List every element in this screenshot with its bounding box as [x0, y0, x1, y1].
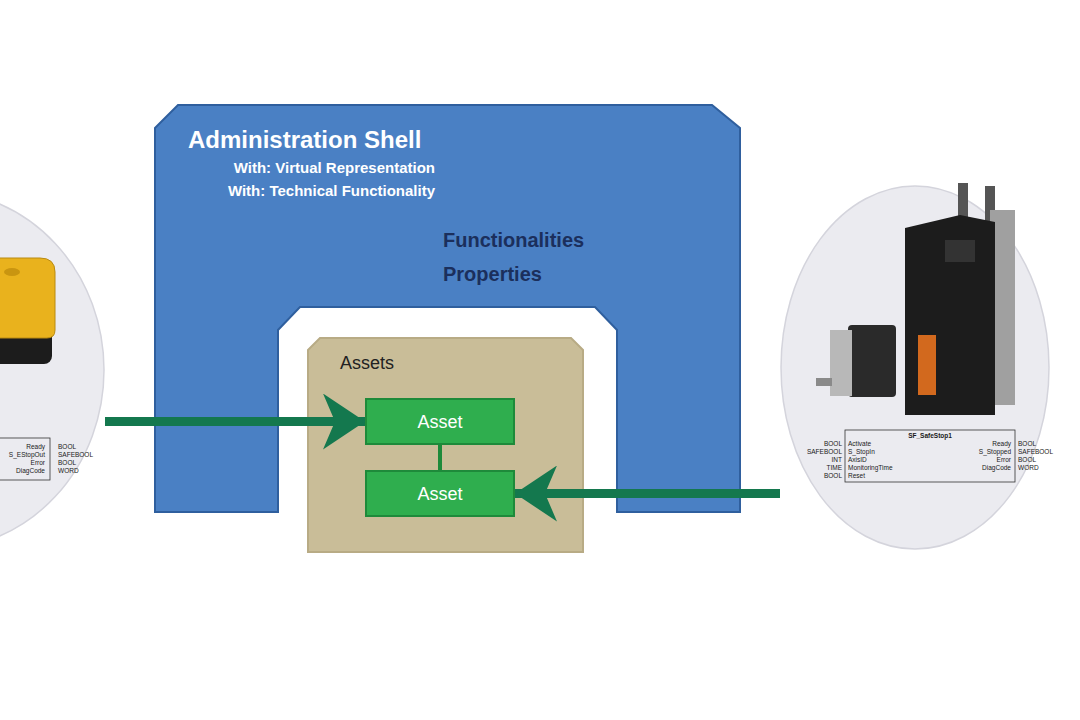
connector-line: [438, 445, 442, 470]
node-label: BOOL: [58, 460, 76, 467]
node-label: SAFEBOOL: [58, 452, 93, 459]
administration-shell: Administration ShellWith: Virtual Repres…: [155, 105, 740, 512]
motor-body: [848, 325, 896, 397]
circle-shape: [781, 186, 1049, 549]
drive-connector: [918, 335, 936, 395]
node-label: S_StopIn: [848, 449, 875, 456]
motor-shaft: [816, 378, 832, 386]
circle-shape: [0, 191, 104, 549]
device-circle: ReadyS_EStopOutErrorDiagCode BOOLSAFEBOOL…: [0, 190, 105, 550]
node-label: With: Virtual Representation: [234, 160, 435, 175]
circle-outline: [0, 190, 105, 550]
asset-label: Asset: [417, 413, 462, 431]
servo-drive: [905, 183, 1015, 415]
function-block: [0, 438, 50, 480]
servo-motor: [816, 325, 896, 397]
function-block: [845, 430, 1015, 482]
node-label: Functionalities: [443, 230, 584, 250]
asset-box: Asset: [365, 398, 515, 445]
node-label: SF_SafeStop1: [908, 433, 952, 440]
node-label: DiagCode: [16, 468, 45, 475]
node-label: Properties: [443, 264, 542, 284]
drive-tab: [985, 186, 995, 224]
emergency-stop-device: [0, 258, 55, 364]
node-label: BOOL: [1018, 457, 1036, 464]
node-label: BOOL: [58, 444, 76, 451]
node-label: With: Technical Functionality: [228, 183, 435, 198]
node-label: Ready: [26, 444, 45, 451]
node-label: AxisID: [848, 457, 867, 464]
node-label: Reset: [848, 473, 865, 480]
node-label: BOOL: [824, 473, 842, 480]
node-label: WORD: [58, 468, 79, 475]
node-label: WORD: [1018, 465, 1039, 472]
node-label: TIME: [826, 465, 842, 472]
flow-arrow: [515, 489, 780, 498]
motor-flange: [830, 330, 852, 396]
drive-tab: [958, 183, 968, 225]
node-label: INT: [832, 457, 842, 464]
node-label: BOOL: [824, 441, 842, 448]
node-label: DiagCode: [982, 465, 1011, 472]
drive-body: [905, 215, 995, 415]
node-label: SAFEBOOL: [1018, 449, 1053, 456]
drive-heatsink: [990, 210, 1015, 405]
device-button: [4, 268, 20, 276]
node-label: BOOL: [1018, 441, 1036, 448]
device-circle: SF_SafeStop1BOOLSAFEBOOLINTTIMEBOOLActiv…: [780, 185, 1050, 550]
shape-fill: [308, 338, 583, 552]
node-label: S_Stopped: [979, 449, 1011, 456]
device-base: [0, 292, 52, 364]
node-label: Ready: [992, 441, 1011, 448]
assets-box: AssetsAssetAsset: [308, 338, 583, 552]
flow-arrow: [105, 417, 365, 426]
node-label: Error: [997, 457, 1011, 464]
node-label: MonitoringTime: [848, 465, 893, 472]
node-label: Assets: [340, 354, 394, 372]
node-label: SAFEBOOL: [807, 449, 842, 456]
node-label: Error: [31, 460, 45, 467]
circle-outline: [780, 185, 1050, 550]
node-label: S_EStopOut: [9, 452, 45, 459]
device-lid: [0, 258, 55, 338]
asset-label: Asset: [417, 485, 462, 503]
node-label: Activate: [848, 441, 871, 448]
node-label: Administration Shell: [188, 128, 421, 152]
drive-panel: [945, 240, 975, 262]
asset-box: Asset: [365, 470, 515, 517]
